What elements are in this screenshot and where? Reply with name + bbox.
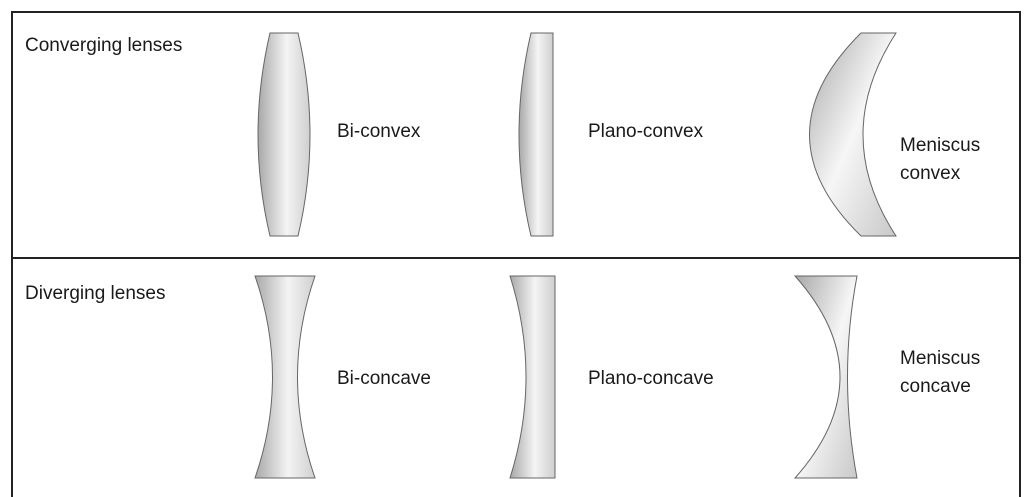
converging-lenses-panel: Converging lenses	[11, 11, 1021, 259]
bi-convex-lens-shape	[257, 32, 311, 237]
plano-concave-label: Plano-concave	[588, 368, 714, 389]
meniscus-convex-label: Meniscus convex	[900, 132, 980, 188]
meniscus-convex-label-line2: convex	[900, 163, 961, 184]
plano-concave-lens-shape	[509, 275, 556, 479]
bi-concave-label: Bi-concave	[337, 368, 431, 389]
meniscus-concave-label-line1: Meniscus	[900, 348, 981, 369]
meniscus-convex-label-line1: Meniscus	[900, 135, 981, 156]
diverging-lenses-heading: Diverging lenses	[25, 283, 166, 304]
converging-lenses-heading: Converging lenses	[25, 35, 183, 56]
meniscus-concave-label: Meniscus concave	[900, 345, 980, 401]
bi-convex-label: Bi-convex	[337, 121, 421, 142]
meniscus-convex-lens-shape	[809, 32, 897, 237]
plano-convex-lens-shape	[518, 32, 554, 237]
meniscus-concave-lens-shape	[793, 275, 858, 479]
plano-convex-label: Plano-convex	[588, 121, 704, 142]
bi-concave-lens-shape	[254, 275, 316, 479]
diverging-lenses-panel: Diverging lenses	[11, 257, 1021, 497]
meniscus-concave-label-line2: concave	[900, 376, 971, 397]
